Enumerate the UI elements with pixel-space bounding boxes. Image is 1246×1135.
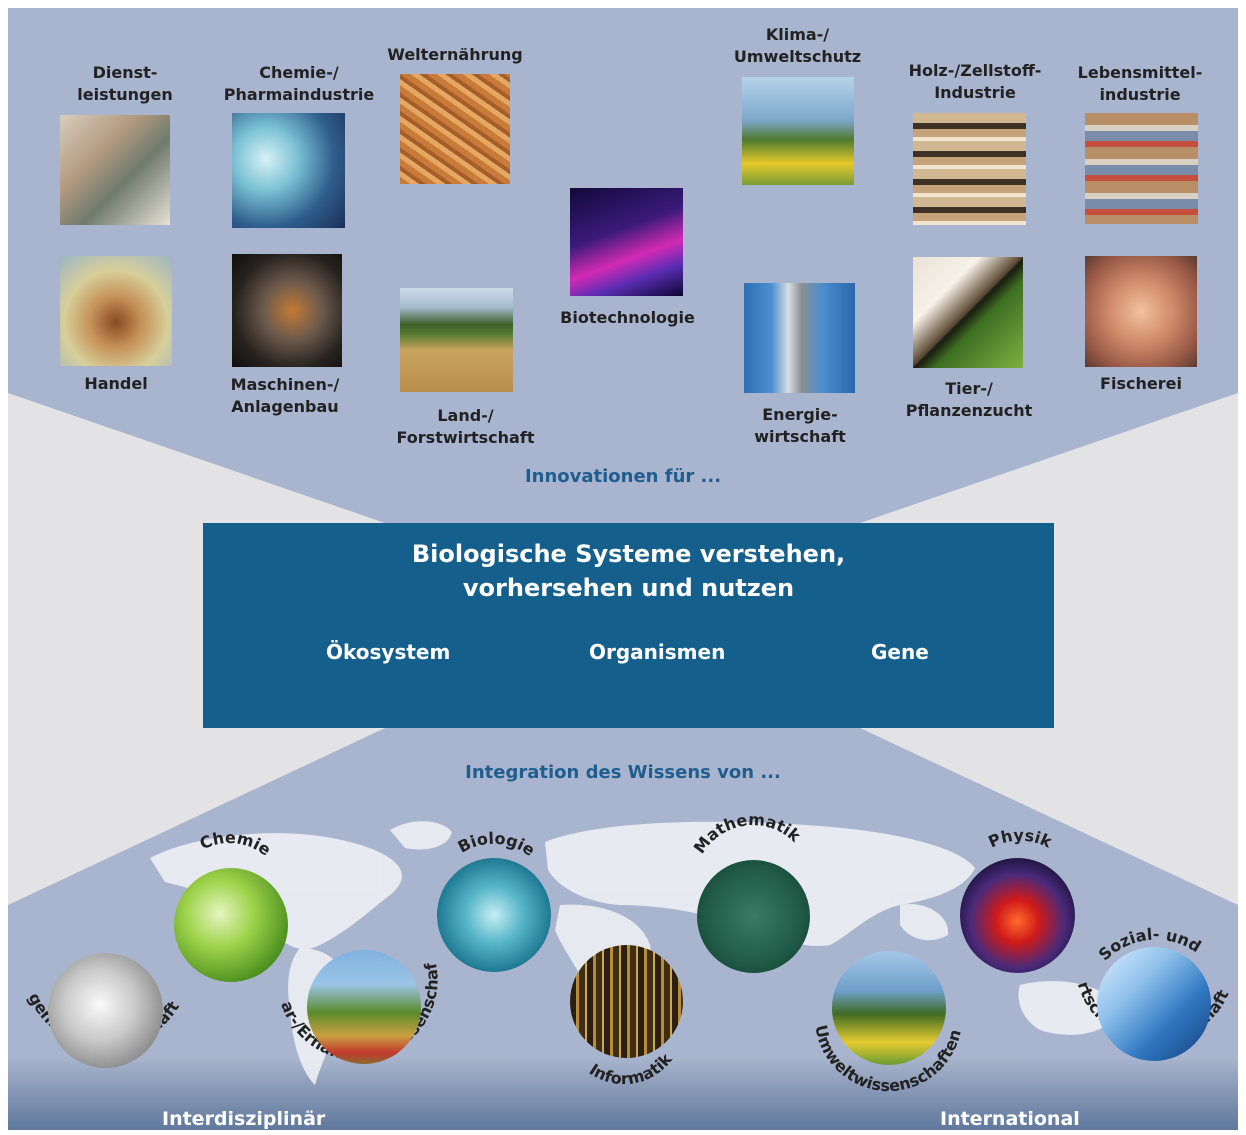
photo-lebensmittel <box>1085 113 1198 224</box>
label-landforst: Land-/ Forstwirtschaft <box>396 406 535 447</box>
footer-band <box>8 1058 1238 1130</box>
photo-fischerei <box>1085 256 1197 367</box>
innovation-heading: Innovationen für ... <box>524 466 722 487</box>
photo-handel <box>60 256 172 366</box>
label-maschinen: Maschinen-/ Anlagenbau <box>230 375 340 416</box>
photo-tierpflanzen <box>913 257 1023 368</box>
cycle-gene: Gene <box>871 640 929 664</box>
footer-international: International <box>940 1108 1080 1130</box>
circle-agrar <box>307 950 421 1064</box>
circle-physik <box>960 858 1075 973</box>
label-lebensmittel: Lebensmittel- industrie <box>1077 63 1203 104</box>
label-handel: Handel <box>84 374 148 393</box>
photo-biotechnologie <box>570 188 683 296</box>
cycle-organismen: Organismen <box>589 640 726 664</box>
circle-biologie <box>437 858 551 972</box>
label-biotechnologie: Biotechnologie <box>560 308 695 327</box>
circle-sozial <box>1097 947 1211 1061</box>
label-fischerei: Fischerei <box>1100 374 1182 393</box>
label-energie: Energie- wirtschaft <box>754 405 846 446</box>
circle-mathematik <box>697 860 810 973</box>
integration-heading: Integration des Wissens von ... <box>465 762 781 783</box>
cycle-oekosystem: Ökosystem <box>326 640 451 664</box>
label-chemie-pharma: Chemie-/ Pharmaindustrie <box>223 63 375 104</box>
label-dienstleistungen: Dienst- leistungen <box>77 63 173 104</box>
central-title: Biologische Systeme verstehen, vorherseh… <box>411 540 846 602</box>
circle-informatik <box>570 945 683 1058</box>
circle-umwelt <box>832 951 946 1065</box>
photo-welternaehrung <box>400 74 510 184</box>
photo-dienstleistungen <box>60 115 170 225</box>
photo-holz <box>913 113 1026 225</box>
label-tierpflanzen: Tier-/ Pflanzenzucht <box>905 379 1033 420</box>
label-holz: Holz-/Zellstoff- Industrie <box>908 61 1042 102</box>
central-box: Biologische Systeme verstehen, vorherseh… <box>203 523 1054 728</box>
footer-interdisziplinaer: Interdisziplinär <box>162 1108 326 1130</box>
label-klima: Klima-/ Umweltschutz <box>733 25 862 66</box>
photo-chemie-pharma <box>232 113 345 228</box>
photo-landforst <box>400 288 513 392</box>
circle-ingenieur <box>48 953 163 1068</box>
circle-chemie <box>174 868 288 982</box>
photo-energie <box>744 283 855 393</box>
photo-maschinen <box>232 254 342 367</box>
photo-klima <box>742 77 854 185</box>
label-welternaehrung: Welternährung <box>387 45 523 64</box>
